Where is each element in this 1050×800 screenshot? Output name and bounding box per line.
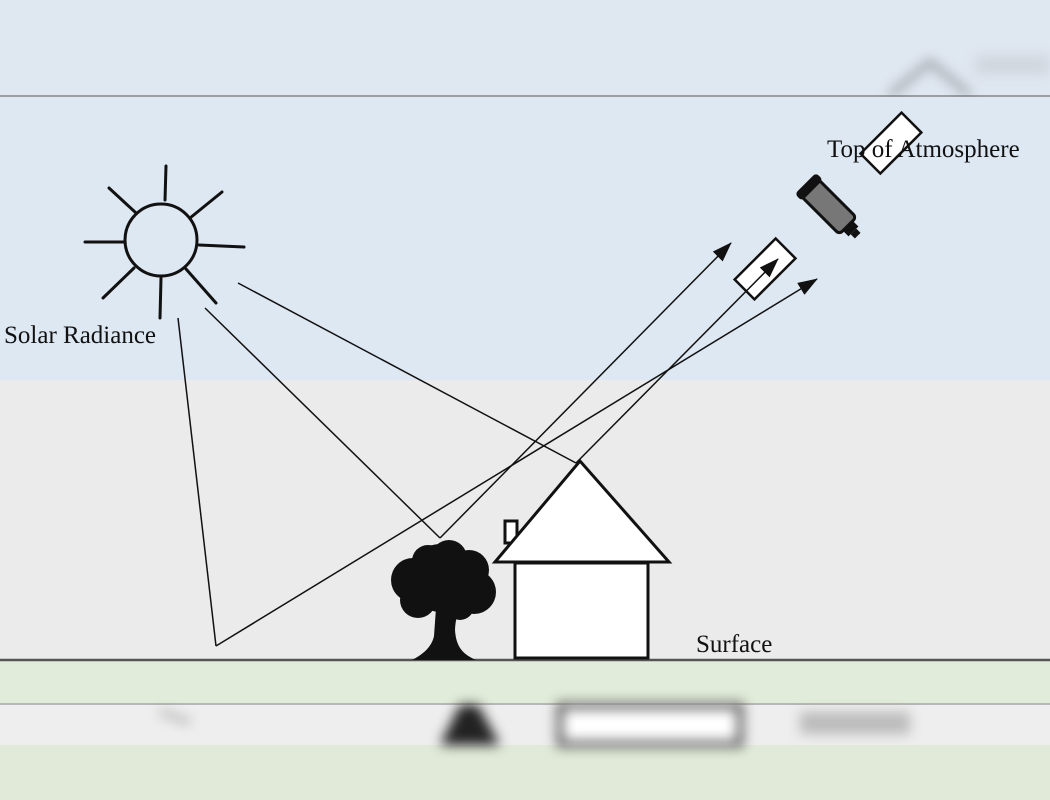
ground-band <box>0 660 1050 704</box>
blurred-bottom-strip <box>0 703 1050 800</box>
reflected-from-house-arrow <box>575 258 779 464</box>
sun-icon <box>83 164 246 320</box>
reflected-from-tree-arrow <box>439 242 732 539</box>
surface-label: Surface <box>696 631 773 658</box>
ray-to-tree <box>204 307 441 539</box>
incoming-rays <box>177 282 577 647</box>
ray-to-ground <box>177 317 217 647</box>
ray-to-house <box>237 282 577 464</box>
tree-icon <box>391 540 496 660</box>
reflected-rays <box>215 242 818 647</box>
blurred-top-strip <box>0 0 1050 98</box>
top-of-atmosphere-label: Top of Atmosphere <box>827 136 1020 163</box>
house-icon <box>491 458 673 660</box>
reflected-from-ground-arrow <box>215 278 818 647</box>
solar-radiance-label: Solar Radiance <box>4 322 157 349</box>
